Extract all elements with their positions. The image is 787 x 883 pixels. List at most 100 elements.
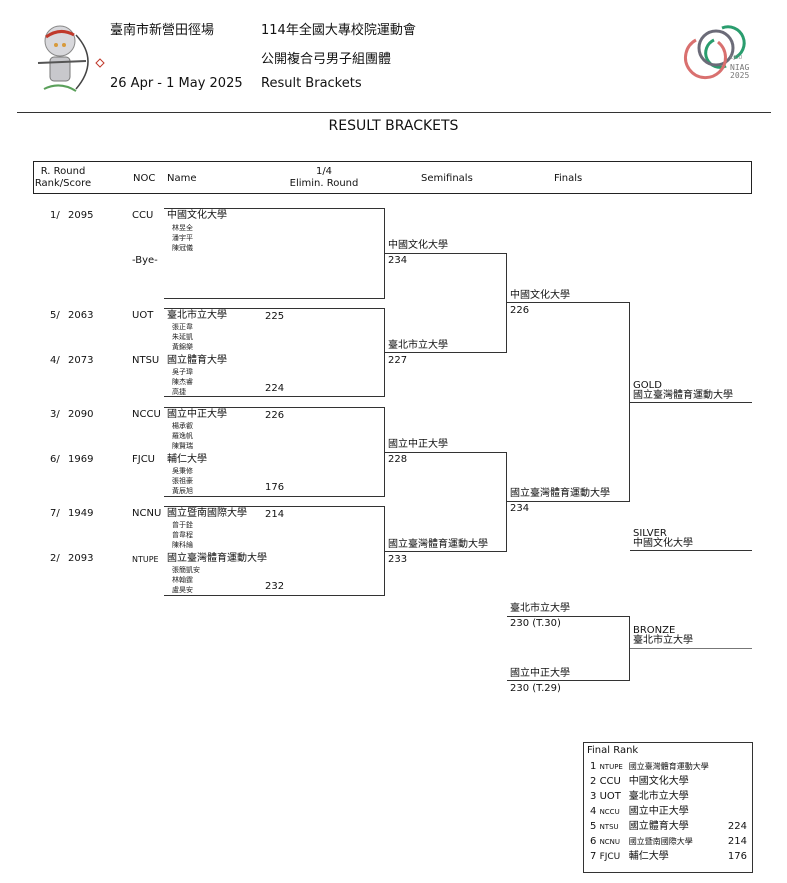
team: 輔仁大學: [628, 851, 669, 862]
seed-score: 1949: [68, 508, 94, 519]
team-noc: UOT: [132, 310, 154, 321]
final-rank-row: 1 NTUPE 國立臺灣體育運動大學: [590, 761, 709, 773]
team-name: 中國文化大學: [167, 210, 227, 221]
member: 黃錦樂: [172, 343, 193, 351]
col-noc: NOC: [133, 173, 156, 184]
bracket-qf-2: [164, 308, 385, 397]
member: 林昱全: [172, 224, 193, 232]
member: 吳秉修: [172, 467, 193, 475]
bracket-qf-3: [164, 407, 385, 497]
col-qf-line2: Elimin. Round: [289, 178, 359, 189]
final-rank-title: Final Rank: [587, 745, 639, 756]
seed-rank: 7/: [50, 508, 60, 519]
bracket-bronze: [507, 616, 630, 681]
team-members: 吳秉修 張祖豪 黃辰旭: [172, 466, 193, 496]
team-name: 國立暨南國際大學: [167, 508, 247, 519]
seed-score: 2063: [68, 310, 94, 321]
match-score: 226: [265, 410, 285, 421]
team: 國立暨南國際大學: [628, 837, 693, 846]
rank: 4: [590, 806, 597, 817]
final-rank-row: 3 UOT 臺北市立大學: [590, 791, 689, 803]
document-type: Result Brackets: [261, 76, 362, 91]
team: 國立體育大學: [628, 821, 689, 832]
team: 國立臺灣體育運動大學: [628, 762, 709, 771]
seed-rank: 1/: [50, 210, 60, 221]
team: 中國文化大學: [628, 776, 689, 787]
col-name: Name: [167, 173, 197, 184]
team-name: 國立臺灣體育運動大學: [167, 553, 267, 564]
sf-team: 中國文化大學: [388, 240, 448, 251]
noc: NTSU: [599, 823, 619, 831]
final-rank-row: 5 NTSU 國立體育大學: [590, 821, 689, 833]
silver-label: SILVER: [633, 528, 667, 539]
noc: CCU: [599, 776, 621, 787]
seed-rank: 4/: [50, 355, 60, 366]
member: 曾于銓: [172, 521, 193, 529]
team-members: 曾于銓 曾韋程 陳科綸: [172, 520, 193, 550]
logo-cjcu: CJCU: [730, 55, 743, 61]
final-rank-panel: Final Rank 1 NTUPE 國立臺灣體育運動大學 2 CCU 中國文化…: [583, 742, 753, 873]
sf-team: 臺北市立大學: [388, 340, 448, 351]
col-rank-score: R. Round Rank/Score: [34, 166, 92, 190]
final-team: 中國文化大學: [510, 290, 570, 301]
member: 張祖豪: [172, 477, 193, 485]
noc: UOT: [599, 791, 621, 802]
event-category: 公開複合弓男子組團體: [261, 52, 392, 67]
rank: 5: [590, 821, 597, 832]
seed-score: 1969: [68, 454, 94, 465]
header-divider: [17, 112, 771, 113]
bracket-sf-1: [385, 253, 507, 353]
sf-score: 234: [388, 255, 408, 266]
bronze-line: [630, 648, 752, 649]
team-noc: NTUPE: [132, 555, 159, 564]
sf-score: 233: [388, 554, 408, 565]
page-title: RESULT BRACKETS: [328, 118, 459, 134]
seed-score: 2090: [68, 409, 94, 420]
team-members: 林昱全 潘宇平 陳冠儀: [172, 223, 193, 253]
member: 陳賢瑞: [172, 442, 193, 450]
bracket-qf-1: [164, 208, 385, 299]
team-noc: NTSU: [132, 355, 160, 366]
member: 陳科綸: [172, 541, 193, 549]
mascot-logo: [30, 15, 110, 95]
bronze-winner: 臺北市立大學: [633, 635, 693, 646]
sf-score: 228: [388, 454, 408, 465]
col-quarterfinal: 1/4 Elimin. Round: [274, 166, 374, 190]
rank: 2: [590, 776, 597, 787]
bye-label: -Bye-: [132, 255, 158, 266]
member: 潘宇平: [172, 234, 193, 242]
rank: 7: [590, 851, 597, 862]
niag-logo: CJCU NIAG 2025: [676, 22, 756, 92]
team-members: 張簡凱安 林翰霆 盧昊安: [172, 565, 200, 595]
final-rank-row: 7 FJCU 輔仁大學: [590, 851, 669, 863]
member: 曾韋程: [172, 531, 193, 539]
sf-score: 227: [388, 355, 408, 366]
team-noc: FJCU: [132, 454, 156, 465]
member: 陳杰睿: [172, 378, 193, 386]
team-name: 國立中正大學: [167, 409, 227, 420]
final-rank-row: 2 CCU 中國文化大學: [590, 776, 689, 788]
bronze-team: 臺北市立大學: [510, 603, 570, 614]
team-noc: NCCU: [132, 409, 161, 420]
team-name: 國立體育大學: [167, 355, 227, 366]
seed-rank: 5/: [50, 310, 60, 321]
seed-rank: 6/: [50, 454, 60, 465]
col-rank-line2: Rank/Score: [34, 178, 92, 189]
member: 羅逸帆: [172, 432, 193, 440]
member: 楊承叡: [172, 422, 193, 430]
silver-team: 中國文化大學: [633, 538, 693, 549]
col-finals: Finals: [554, 173, 583, 184]
team-noc: CCU: [132, 210, 154, 221]
col-rank-line1: R. Round: [40, 166, 86, 177]
gold-line: [630, 402, 752, 403]
team-members: 楊承叡 羅逸帆 陳賢瑞: [172, 421, 193, 451]
rank-score: 214: [727, 836, 747, 847]
noc: NTUPE: [599, 763, 623, 771]
rank: 6: [590, 836, 597, 847]
noc: FJCU: [599, 852, 621, 862]
member: 朱延凱: [172, 333, 193, 341]
sf-team: 國立中正大學: [388, 439, 448, 450]
team-name: 臺北市立大學: [167, 310, 227, 321]
gold-label: GOLD: [633, 380, 662, 391]
bronze-score: 230 (T.29): [510, 683, 561, 694]
